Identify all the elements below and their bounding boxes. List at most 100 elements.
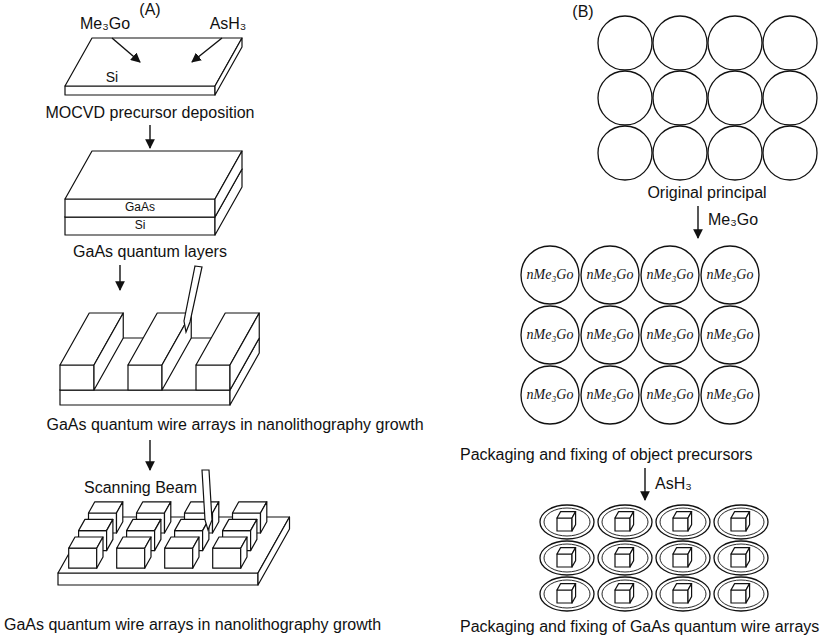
caption-text: AsH₃: [655, 475, 692, 493]
template-circle: [540, 577, 594, 611]
precursor-circle: nMe₃Go: [640, 305, 700, 365]
gaas-cube: [572, 584, 576, 603]
quantum-block: [155, 519, 161, 550]
step-arrow: [697, 206, 698, 238]
quantum-block: [97, 537, 103, 568]
template-circle: [598, 541, 652, 575]
template-circle: [708, 126, 762, 180]
quantum-wire: [94, 313, 123, 390]
gaas-cube: [731, 518, 746, 531]
template-circle: [598, 126, 652, 180]
si-wafer: [215, 38, 242, 95]
template-circle: [660, 508, 706, 536]
quantum-block: [251, 519, 257, 550]
caption-text: Me₃Go: [80, 15, 130, 33]
template-circle: [718, 580, 764, 608]
caption-text: Original principal: [647, 184, 766, 202]
precursor-formula: nMe₃Go: [647, 267, 694, 283]
caption-text: GaAs quantum wire arrays in nanolithogra…: [46, 416, 423, 434]
template-circle: [763, 71, 817, 125]
circle-outline: [701, 306, 759, 364]
template-circle: [763, 16, 817, 70]
template-circle: [653, 16, 707, 70]
si-wafer: [65, 86, 215, 95]
dot-base: [58, 517, 290, 573]
template-circle: [602, 580, 648, 608]
panel-letter: (A): [139, 1, 160, 19]
template-circle: [602, 544, 648, 572]
circle-outline: [641, 246, 699, 304]
step-arrow: [119, 265, 120, 290]
quantum-block: [261, 502, 267, 533]
gaas-layer: [65, 151, 242, 199]
template-circle: [653, 126, 707, 180]
step-arrow: [149, 440, 150, 470]
circle-outline: [701, 246, 759, 304]
template-circle: [718, 508, 764, 536]
gaas-cube: [630, 512, 634, 531]
gaas-cube: [557, 518, 572, 531]
precursor-formula: nMe₃Go: [527, 267, 574, 283]
quantum-block: [165, 502, 171, 533]
circle-outline: [641, 306, 699, 364]
template-circle: [602, 508, 648, 536]
gaas-cube: [688, 548, 692, 567]
precursor-circle: nMe₃Go: [520, 365, 580, 425]
step-arrow: [644, 468, 645, 500]
gaas-cube: [688, 512, 692, 531]
gaas-cube: [557, 590, 572, 603]
template-circle: [714, 577, 768, 611]
caption-text: GaAs quantum layers: [73, 243, 227, 261]
precursor-formula: nMe₃Go: [587, 267, 634, 283]
template-circle: [656, 505, 710, 539]
gaas-cube: [557, 554, 572, 567]
quantum-block: [213, 548, 241, 568]
circle-outline: [581, 306, 639, 364]
precursor-circle: nMe₃Go: [640, 245, 700, 305]
template-circle: [598, 16, 652, 70]
template-circle: [598, 505, 652, 539]
circle-outline: [521, 306, 579, 364]
template-circle: [544, 508, 590, 536]
gaas-cube: [688, 584, 692, 603]
gaas-cube: [746, 584, 750, 603]
precursor-circle: nMe₃Go: [700, 305, 760, 365]
circle-outline: [521, 366, 579, 424]
gaas-cube: [731, 590, 746, 603]
caption-text: Si: [135, 219, 146, 232]
quantum-wire: [128, 365, 162, 390]
wire-base: [60, 390, 230, 405]
precursor-circle: nMe₃Go: [580, 365, 640, 425]
template-circle: [544, 544, 590, 572]
gaas-cube: [673, 590, 688, 603]
step-arrow: [149, 125, 150, 148]
gaas-cube: [746, 548, 750, 567]
template-circle: [718, 544, 764, 572]
template-circle: [544, 580, 590, 608]
si-layer: [65, 217, 215, 235]
template-circle: [656, 541, 710, 575]
precursor-formula: nMe₃Go: [587, 327, 634, 343]
precursor-formula: nMe₃Go: [707, 267, 754, 283]
quantum-block: [69, 548, 97, 568]
caption-text: Scanning Beam: [84, 479, 197, 497]
precursor-circle: nMe₃Go: [640, 365, 700, 425]
gaas-cube: [615, 590, 630, 603]
template-circle: [763, 126, 817, 180]
precursor-circle: nMe₃Go: [520, 305, 580, 365]
template-circle: [708, 16, 762, 70]
gaas-cube: [572, 512, 576, 531]
template-circle: [653, 71, 707, 125]
circle-outline: [521, 246, 579, 304]
precursor-formula: nMe₃Go: [707, 387, 754, 403]
template-circle: [598, 577, 652, 611]
circle-outline: [581, 366, 639, 424]
quantum-block: [117, 548, 145, 568]
precursor-formula: nMe₃Go: [527, 387, 574, 403]
quantum-block: [241, 537, 247, 568]
template-circle: [540, 541, 594, 575]
precursor-circle: nMe₃Go: [580, 305, 640, 365]
quantum-block: [193, 537, 199, 568]
precursor-circle: nMe₃Go: [700, 245, 760, 305]
